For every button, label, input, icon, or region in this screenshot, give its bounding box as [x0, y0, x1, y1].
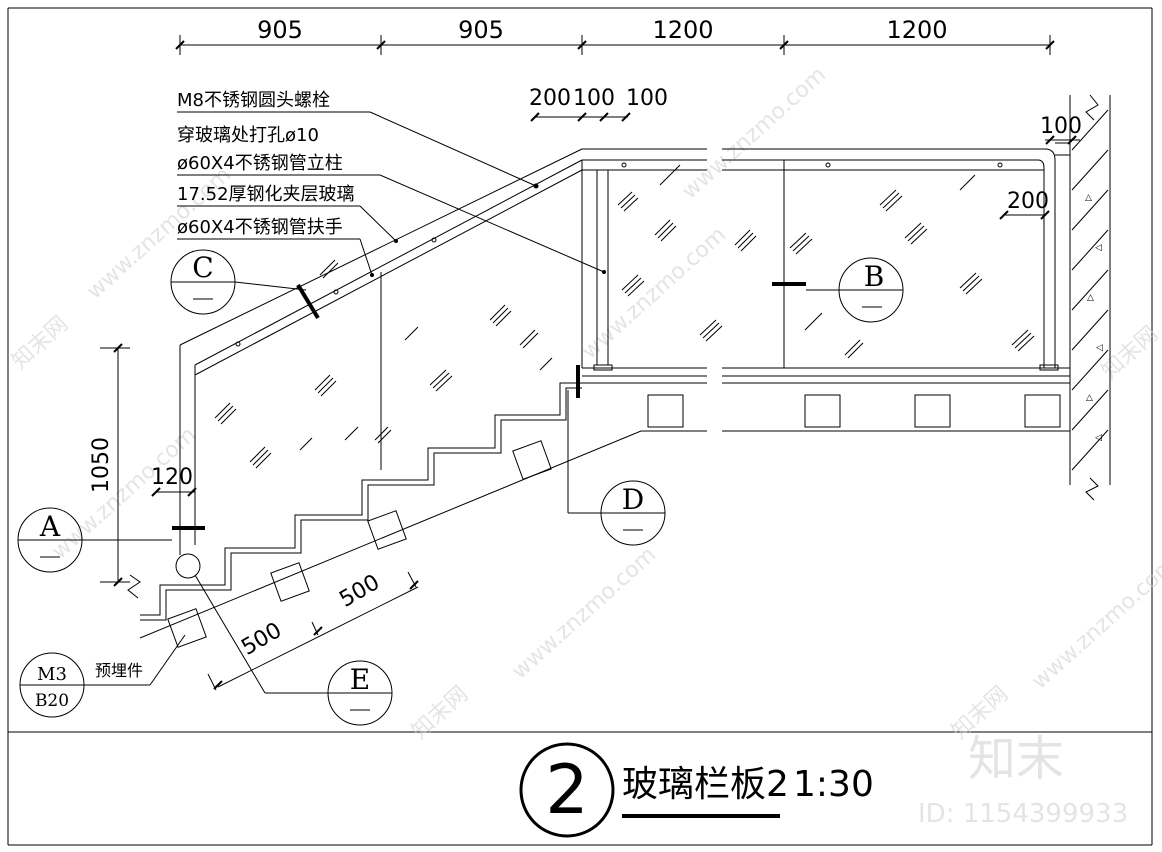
svg-text:△: △ [1086, 393, 1093, 403]
svg-text:B: B [864, 260, 885, 293]
drawing-name: 玻璃栏板2 [622, 764, 789, 805]
dimension-label: 1200 [886, 16, 947, 44]
watermark-text: www.znzmo.com [677, 62, 831, 204]
dimension-label: 1050 [89, 437, 114, 493]
dimension-label: 100 [1040, 114, 1082, 139]
drawing-number: 2 [545, 751, 588, 830]
svg-text:△: △ [1087, 293, 1094, 303]
drawing-title: 2 玻璃栏板2 1:30 [519, 742, 874, 838]
dimension-label: 500 [335, 570, 384, 613]
dimension-label: 100 [573, 86, 615, 111]
height-dimension: 1050 [89, 343, 130, 587]
step-dimensions: 500 500 [207, 570, 419, 691]
small-dimension-chain: 200 100 100 [529, 86, 668, 122]
detail-marker-m3: M3 B20 预埋件 [19, 634, 186, 718]
watermark-brand: 知末网 [407, 682, 473, 745]
dimension-label: 1200 [652, 16, 713, 44]
watermark-text: www.znzmo.com [507, 542, 661, 684]
detail-marker-b: B [806, 257, 904, 323]
svg-text:C: C [192, 251, 213, 284]
drawing-scale: 1:30 [793, 764, 874, 805]
svg-text:◁: ◁ [1095, 433, 1102, 443]
callout-labels: M8不锈钢圆头螺栓 穿玻璃处打孔ø10 ø60X4不锈钢管立柱 17.52厚钢化… [177, 90, 606, 277]
dimension-label: 100 [626, 86, 668, 111]
landing-railing [576, 142, 1070, 432]
svg-text:△: △ [1085, 193, 1092, 203]
detail-marker-c: C [170, 249, 307, 315]
detail-marker-a: A [17, 507, 172, 573]
callout-glass: 17.52厚钢化夹层玻璃 [177, 184, 355, 205]
glass-hatching [617, 164, 1035, 359]
watermark-text: www.znzmo.com [1027, 552, 1162, 694]
svg-text:D: D [622, 483, 644, 516]
callout-hole: 穿玻璃处打孔ø10 [177, 125, 319, 146]
detail-marker-d: D [567, 390, 666, 546]
watermark-logo: 知末 [968, 731, 1064, 787]
detail-marker-e: E [194, 574, 393, 726]
edge-dimension: 120 [151, 465, 197, 497]
embed-label: 预埋件 [95, 661, 143, 680]
watermark-text: www.znzmo.com [577, 222, 731, 364]
dimension-label: 120 [151, 465, 193, 490]
stair-railing [127, 148, 642, 648]
svg-text:E: E [350, 663, 370, 696]
svg-text:M3: M3 [37, 664, 67, 685]
svg-text:◁: ◁ [1095, 243, 1102, 253]
sheet-frame [7, 7, 1153, 846]
dimension-label: 905 [458, 16, 504, 44]
dimension-label: 905 [257, 16, 303, 44]
watermark-brand: 知末网 [7, 312, 73, 375]
glass-hatching [214, 259, 553, 469]
svg-text:◁: ◁ [1096, 343, 1103, 353]
callout-bolt: M8不锈钢圆头螺栓 [177, 90, 330, 111]
svg-text:A: A [39, 510, 61, 543]
wall-dimensions: 100 200 [999, 114, 1082, 220]
callout-post: ø60X4不锈钢管立柱 [177, 153, 343, 174]
watermark-text: www.znzmo.com [47, 422, 201, 564]
logo-watermark: 知末 ID: 1154399933 [918, 731, 1128, 829]
top-dimension-chain: 905 905 1200 1200 [175, 16, 1055, 55]
dimension-label: 200 [529, 86, 571, 111]
callout-handrail: ø60X4不锈钢管扶手 [177, 217, 343, 238]
wall: △ ◁ △ ◁ △ ◁ [1069, 94, 1111, 501]
watermark-id: ID: 1154399933 [918, 799, 1128, 829]
dimension-label: 500 [237, 618, 286, 661]
svg-text:B20: B20 [35, 691, 69, 711]
dimension-label: 200 [1007, 189, 1049, 214]
